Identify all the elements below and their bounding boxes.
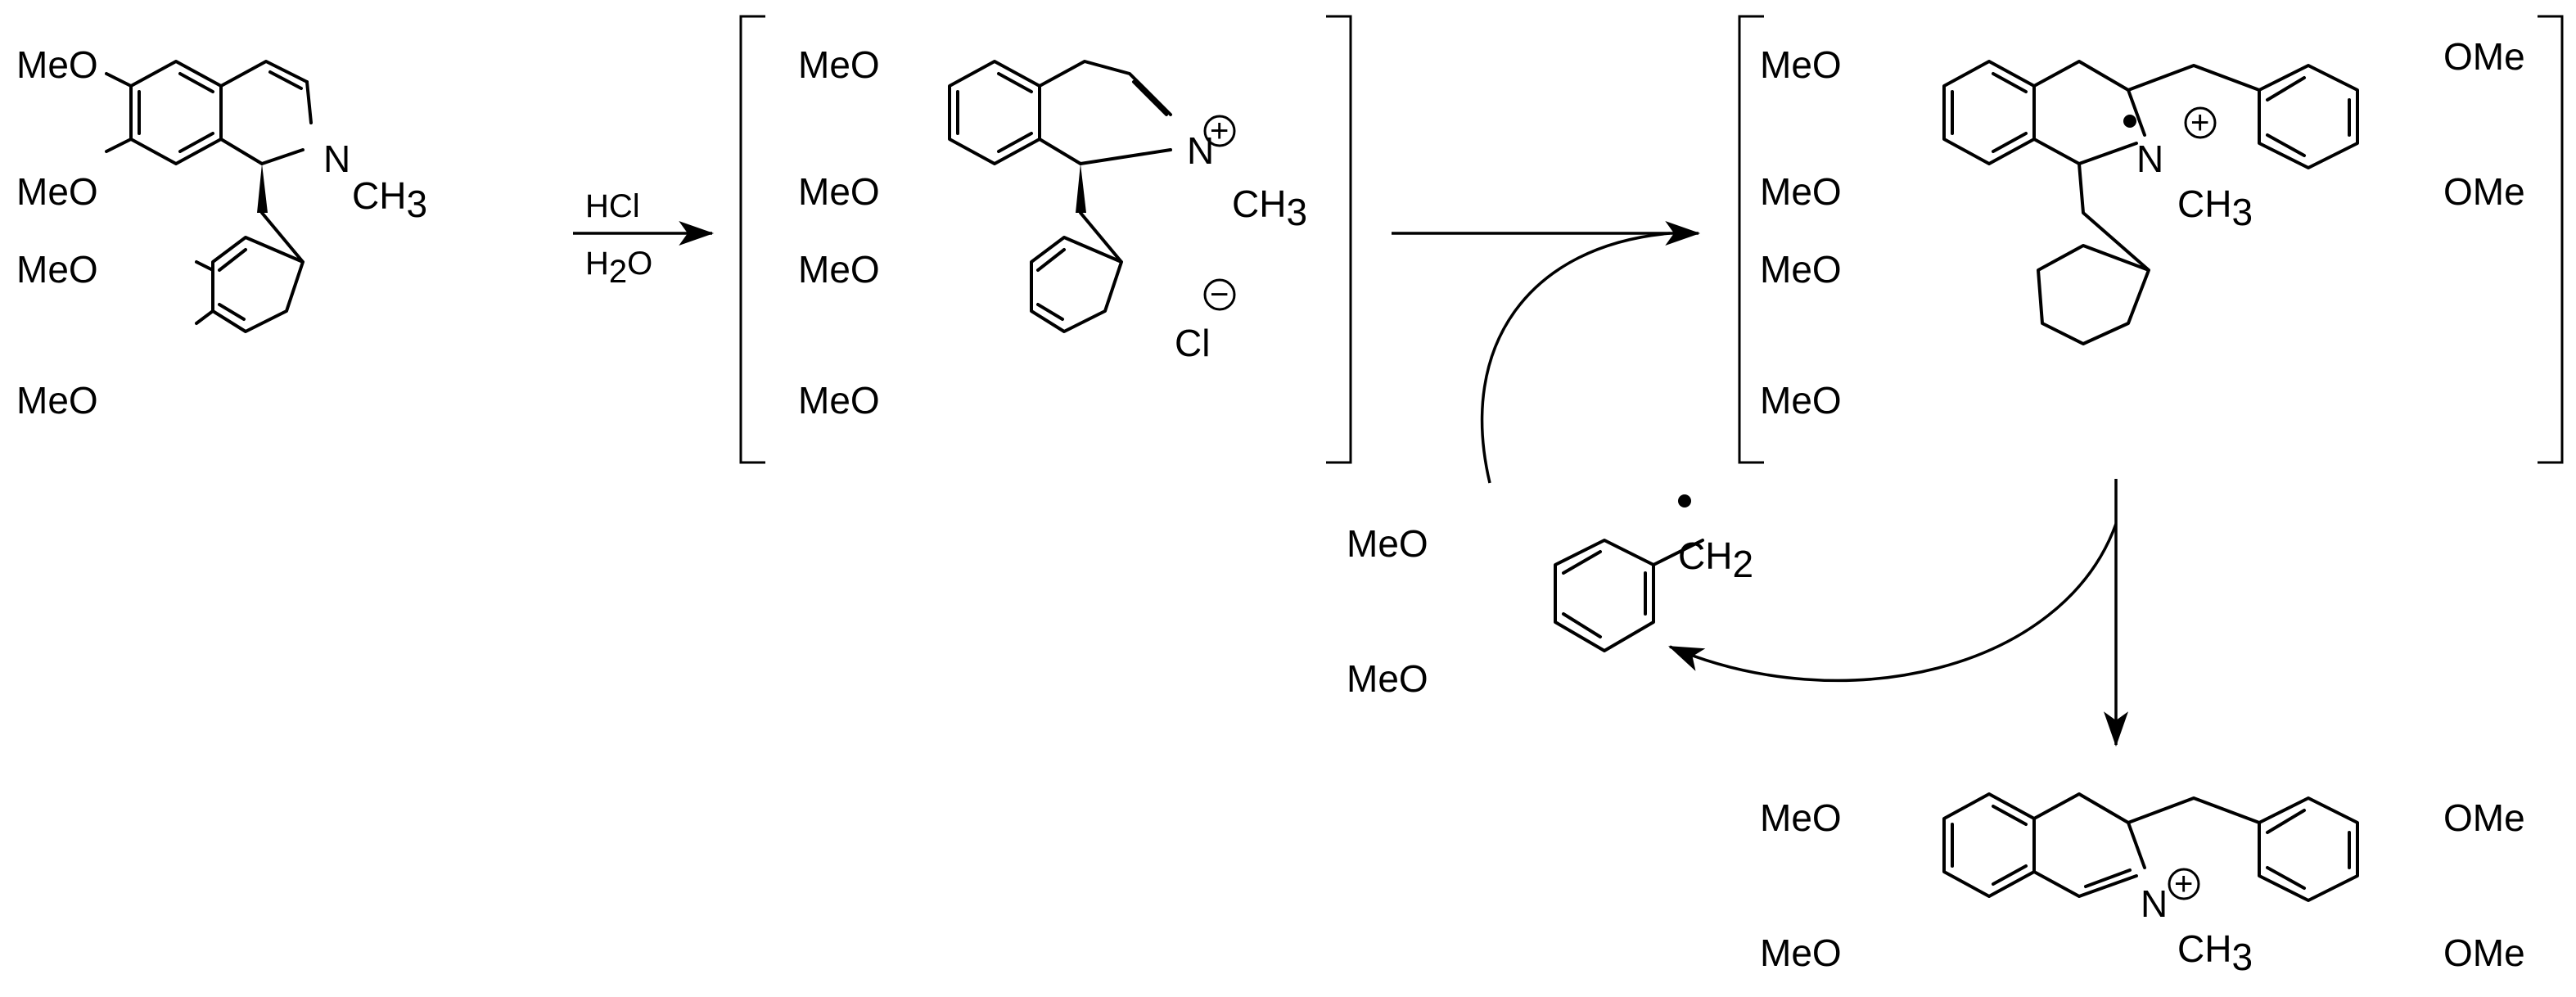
meo-label: MeO bbox=[1760, 248, 1842, 291]
meo-label: MeO bbox=[1760, 796, 1842, 839]
methyl-label: CH3 bbox=[352, 174, 427, 225]
ome-label: OMe bbox=[2443, 35, 2525, 78]
radical-addition-arrow bbox=[1480, 232, 1671, 484]
starting-material: MeO MeO N CH3 MeO MeO bbox=[16, 43, 427, 422]
meo-label: MeO bbox=[16, 248, 98, 291]
plus-sign: + bbox=[2174, 866, 2193, 902]
reagent-hcl: HCl bbox=[585, 188, 640, 224]
benzyl-radical: MeO MeO CH2 bbox=[1347, 494, 1753, 700]
reaction-arrow-1: HCl H2O bbox=[573, 188, 715, 290]
plus-sign: + bbox=[2190, 105, 2209, 141]
positive-charge bbox=[2184, 106, 2217, 139]
meo-label: MeO bbox=[798, 379, 880, 422]
meo-label: MeO bbox=[16, 43, 98, 86]
reagent-water: H2O bbox=[585, 246, 652, 290]
meo-label: MeO bbox=[16, 170, 98, 213]
meo-label: MeO bbox=[16, 379, 98, 422]
ome-label: OMe bbox=[2443, 796, 2525, 839]
methyl-label: CH3 bbox=[1232, 183, 1307, 233]
radical-release-arrow bbox=[1668, 523, 2118, 683]
methylene-label: CH2 bbox=[1678, 535, 1753, 585]
n-label: N bbox=[323, 138, 350, 180]
meo-label: MeO bbox=[1760, 43, 1842, 86]
iminium-intermediate: MeO MeO N + CH3 MeO MeO Cl − bbox=[739, 15, 1352, 464]
positive-charge bbox=[1203, 115, 1236, 147]
meo-label: MeO bbox=[798, 170, 880, 213]
ome-label: OMe bbox=[2443, 932, 2525, 974]
radical-cation-intermediate: MeO MeO N + CH3 OMe OMe MeO MeO bbox=[1738, 15, 2564, 464]
n-label: N bbox=[2136, 138, 2163, 180]
meo-label: MeO bbox=[798, 248, 880, 291]
meo-label: MeO bbox=[1760, 170, 1842, 213]
meo-label: MeO bbox=[1347, 657, 1428, 700]
radical-dot bbox=[2123, 115, 2136, 128]
meo-label: MeO bbox=[1347, 522, 1428, 565]
plus-sign: + bbox=[1210, 113, 1229, 149]
positive-charge bbox=[2168, 868, 2200, 900]
radical-dot bbox=[1678, 494, 1691, 508]
minus-sign: − bbox=[1210, 277, 1229, 313]
ome-label: OMe bbox=[2443, 170, 2525, 213]
chloride-label: Cl bbox=[1175, 322, 1210, 364]
product: MeO MeO N + CH3 OMe OMe bbox=[1760, 792, 2525, 978]
meo-label: MeO bbox=[1760, 932, 1842, 974]
n-label: N bbox=[2141, 882, 2168, 925]
negative-charge bbox=[1203, 278, 1236, 311]
methyl-label: CH3 bbox=[2177, 183, 2253, 233]
meo-label: MeO bbox=[798, 43, 880, 86]
meo-label: MeO bbox=[1760, 379, 1842, 422]
n-label: N bbox=[1187, 129, 1214, 172]
methyl-label: CH3 bbox=[2177, 927, 2253, 978]
